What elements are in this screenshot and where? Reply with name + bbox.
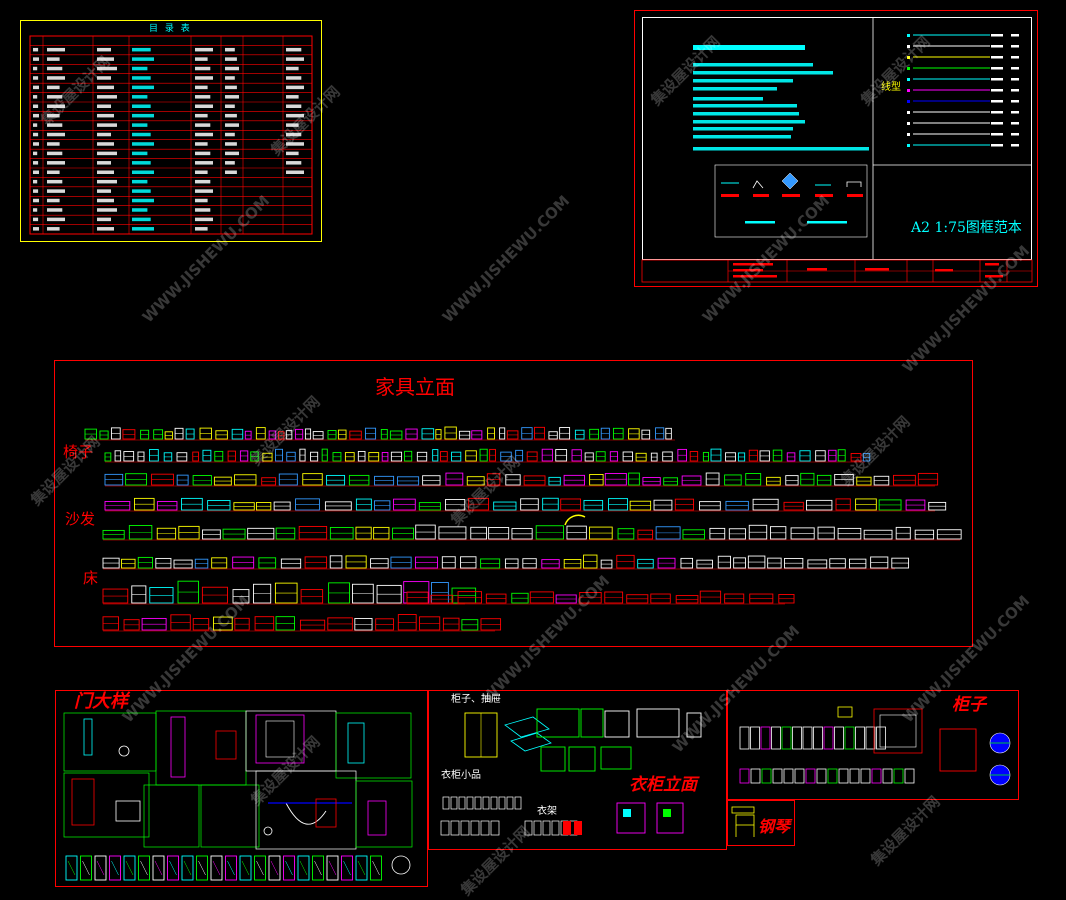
watermark-text: WWW.JISHEWU.COM <box>438 191 574 327</box>
furniture-elevation-sheet[interactable]: 家具立面 椅子 沙发 床 <box>54 360 973 647</box>
template-inner-frame <box>642 17 1032 260</box>
catalog-title: 目 录 表 <box>149 24 192 34</box>
cabinet-title: 柜子 <box>952 695 986 715</box>
hanger-label: 衣架 <box>537 806 557 817</box>
wardrobe-sheet[interactable]: 柜子、抽屉 衣柜小品 衣架 衣柜立面 <box>428 690 727 850</box>
chair-label: 椅子 <box>63 443 94 461</box>
piano-sheet[interactable]: 钢琴 <box>727 800 795 846</box>
sofa-label: 沙发 <box>65 510 96 528</box>
template-title: A2 1:75图框范本 <box>911 220 1022 236</box>
template-legend-label: 线型 <box>881 82 901 93</box>
furniture-blocks <box>84 426 962 632</box>
cabinet-drawings <box>739 706 1011 786</box>
piano-title: 钢琴 <box>758 817 791 836</box>
template-sheet[interactable]: 线型 A2 1:75图框范本 <box>634 10 1038 287</box>
bed-label: 床 <box>83 569 99 587</box>
cabinet-sheet[interactable]: 柜子 <box>727 690 1019 800</box>
door-detail-sheet[interactable]: 门大样 <box>55 690 428 887</box>
watermark-text: 集设屋设计网 <box>867 792 944 870</box>
catalog-table-grid <box>29 35 313 235</box>
cabinet-drawer-label: 柜子、抽屉 <box>451 694 501 705</box>
furniture-title: 家具立面 <box>375 375 455 399</box>
door-drawings <box>63 710 413 881</box>
piano-drawing <box>731 806 755 837</box>
wardrobe-accessories-label: 衣柜小品 <box>441 770 481 781</box>
wardrobe-drawings <box>440 708 702 836</box>
template-drawing <box>641 17 1033 283</box>
catalog-sheet[interactable]: 目 录 表 <box>20 20 322 242</box>
door-title: 门大样 <box>74 691 128 712</box>
wardrobe-title: 衣柜立面 <box>629 775 697 795</box>
